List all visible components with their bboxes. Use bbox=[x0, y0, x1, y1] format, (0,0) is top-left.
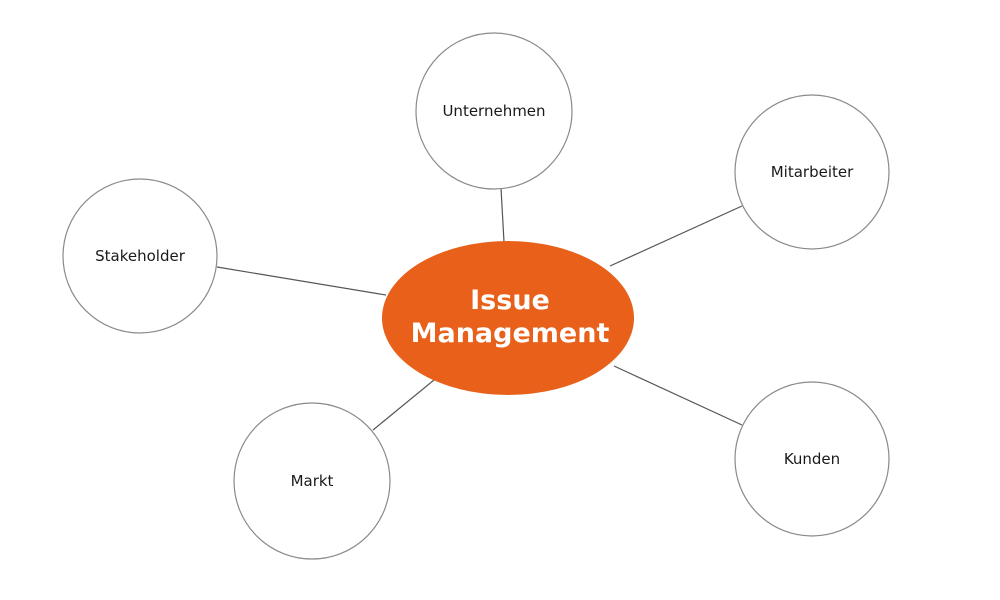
node-markt: Markt bbox=[233, 402, 391, 560]
node-stakeholder-label: Stakeholder bbox=[95, 247, 186, 265]
node-stakeholder: Stakeholder bbox=[62, 178, 218, 334]
node-unternehmen-circle bbox=[415, 32, 573, 190]
node-markt-label: Markt bbox=[291, 472, 334, 490]
node-mitarbeiter-circle bbox=[734, 94, 890, 250]
connector-unternehmen bbox=[500, 187, 505, 243]
node-kunden-label: Kunden bbox=[784, 450, 840, 468]
node-unternehmen-label: Unternehmen bbox=[442, 102, 545, 120]
connector-markt bbox=[372, 379, 435, 431]
connector-mitarbeiter bbox=[609, 205, 743, 267]
node-kunden: Kunden bbox=[734, 381, 890, 537]
center-ellipse bbox=[382, 241, 634, 395]
connector-stakeholder bbox=[216, 266, 387, 296]
center-label-line2: Management bbox=[411, 318, 610, 349]
node-unternehmen: Unternehmen bbox=[415, 32, 573, 190]
center-label-line1: Issue bbox=[470, 285, 550, 316]
node-mitarbeiter-label: Mitarbeiter bbox=[771, 163, 854, 181]
connector-kunden bbox=[613, 365, 743, 426]
node-kunden-circle bbox=[734, 381, 890, 537]
node-stakeholder-circle bbox=[62, 178, 218, 334]
node-mitarbeiter: Mitarbeiter bbox=[734, 94, 890, 250]
center-node: Issue Management bbox=[382, 241, 634, 395]
node-markt-circle bbox=[233, 402, 391, 560]
